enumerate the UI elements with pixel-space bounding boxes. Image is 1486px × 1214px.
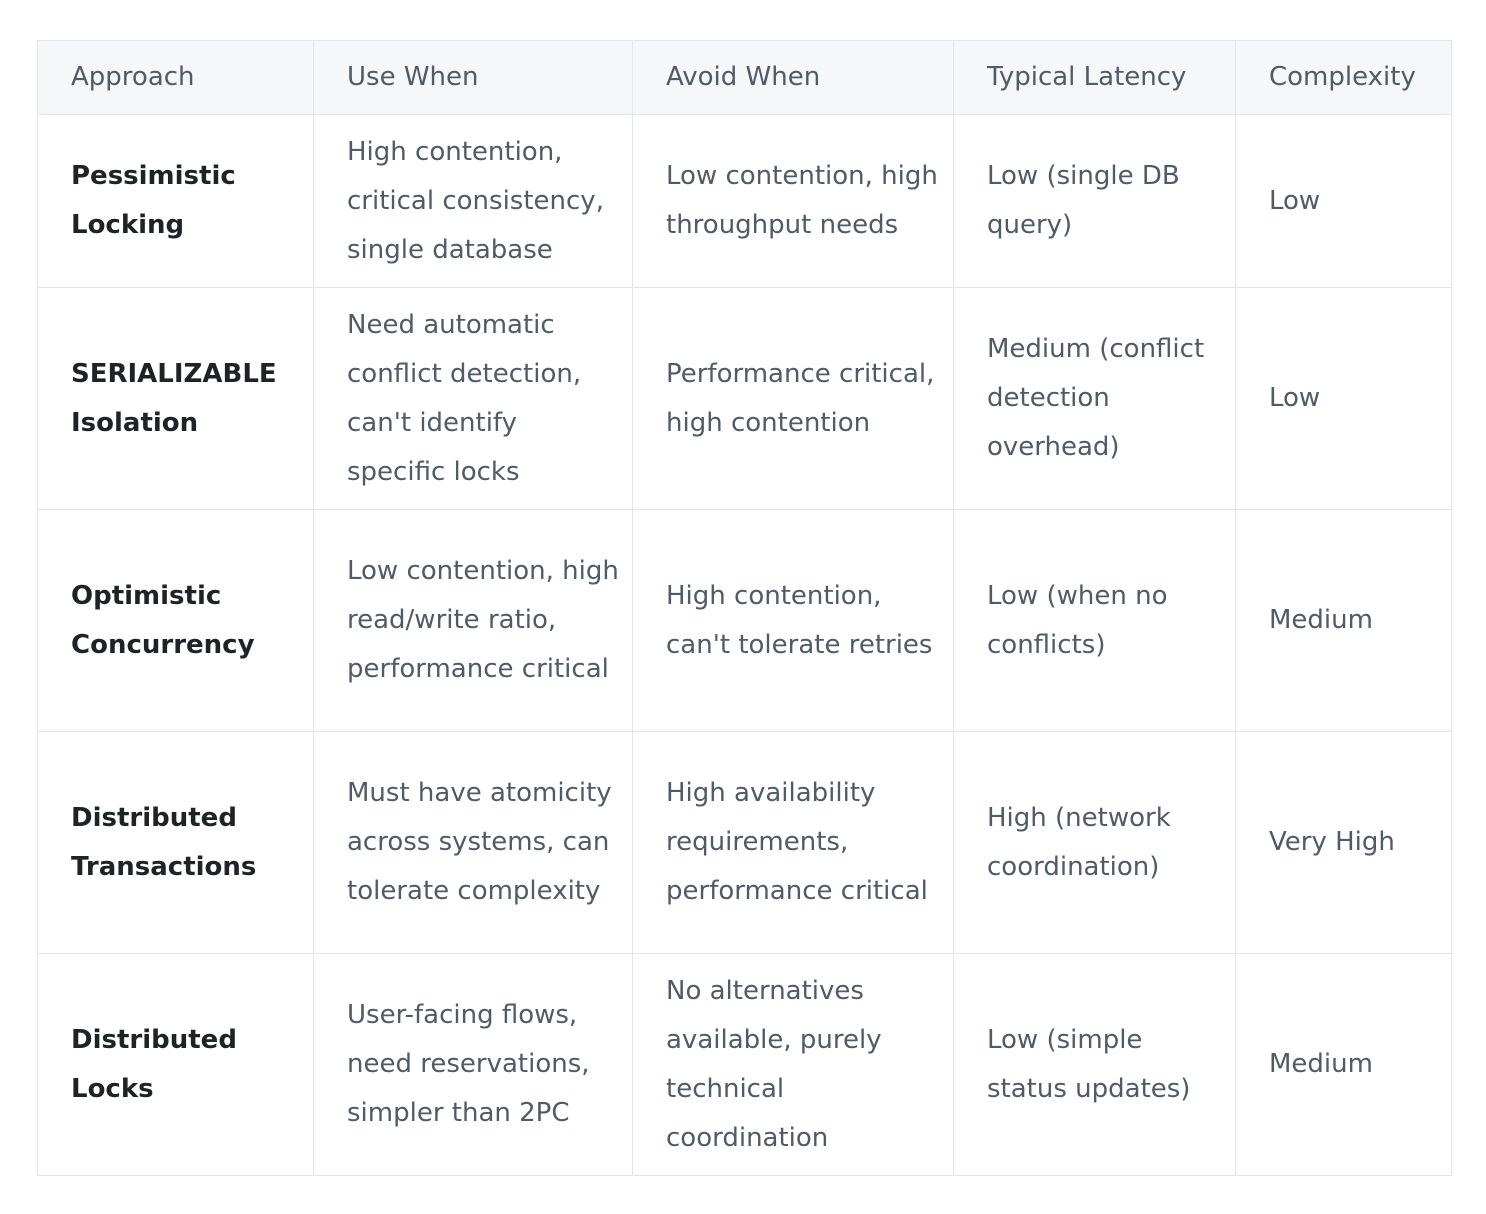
- approach-cell: Distributed Locks: [37, 953, 314, 1176]
- latency-cell: Low (when no conflicts): [953, 509, 1236, 732]
- use-when-cell: User-facing flows, need reservations, si…: [313, 953, 633, 1176]
- avoid-when-cell: High availability requirements, performa…: [632, 731, 954, 954]
- header-avoid-when: Avoid When: [632, 40, 954, 115]
- use-when-cell: Low contention, high read/write ratio, p…: [313, 509, 633, 732]
- approach-cell: SERIALIZABLE Isolation: [37, 287, 314, 510]
- use-when-cell: High contention, critical consistency, s…: [313, 114, 633, 288]
- header-row: Approach Use When Avoid When Typical Lat…: [37, 40, 1452, 115]
- header-complexity: Complexity: [1235, 40, 1452, 115]
- use-when-cell: Need automatic conflict detection, can't…: [313, 287, 633, 510]
- use-when-cell: Must have atomicity across systems, can …: [313, 731, 633, 954]
- table-row: Optimistic Concurrency Low contention, h…: [37, 509, 1452, 732]
- latency-cell: Medium (conflict detection overhead): [953, 287, 1236, 510]
- table-row: SERIALIZABLE Isolation Need automatic co…: [37, 287, 1452, 510]
- avoid-when-cell: Low contention, high throughput needs: [632, 114, 954, 288]
- latency-cell: High (network coordination): [953, 731, 1236, 954]
- table-body: Pessimistic Locking High contention, cri…: [37, 114, 1452, 1176]
- approach-cell: Optimistic Concurrency: [37, 509, 314, 732]
- complexity-cell: Low: [1235, 287, 1452, 510]
- latency-cell: Low (simple status updates): [953, 953, 1236, 1176]
- header-approach: Approach: [37, 40, 314, 115]
- table-header: Approach Use When Avoid When Typical Lat…: [37, 40, 1452, 115]
- table-row: Distributed Transactions Must have atomi…: [37, 731, 1452, 954]
- latency-cell: Low (single DB query): [953, 114, 1236, 288]
- complexity-cell: Medium: [1235, 509, 1452, 732]
- header-use-when: Use When: [313, 40, 633, 115]
- complexity-cell: Medium: [1235, 953, 1452, 1176]
- approach-cell: Pessimistic Locking: [37, 114, 314, 288]
- table-row: Distributed Locks User-facing flows, nee…: [37, 953, 1452, 1176]
- header-typical-latency: Typical Latency: [953, 40, 1236, 115]
- table-row: Pessimistic Locking High contention, cri…: [37, 114, 1452, 288]
- avoid-when-cell: High contention, can't tolerate retries: [632, 509, 954, 732]
- approach-cell: Distributed Transactions: [37, 731, 314, 954]
- avoid-when-cell: Performance critical, high contention: [632, 287, 954, 510]
- complexity-cell: Low: [1235, 114, 1452, 288]
- comparison-table: Approach Use When Avoid When Typical Lat…: [37, 40, 1452, 1176]
- avoid-when-cell: No alternatives available, purely techni…: [632, 953, 954, 1176]
- complexity-cell: Very High: [1235, 731, 1452, 954]
